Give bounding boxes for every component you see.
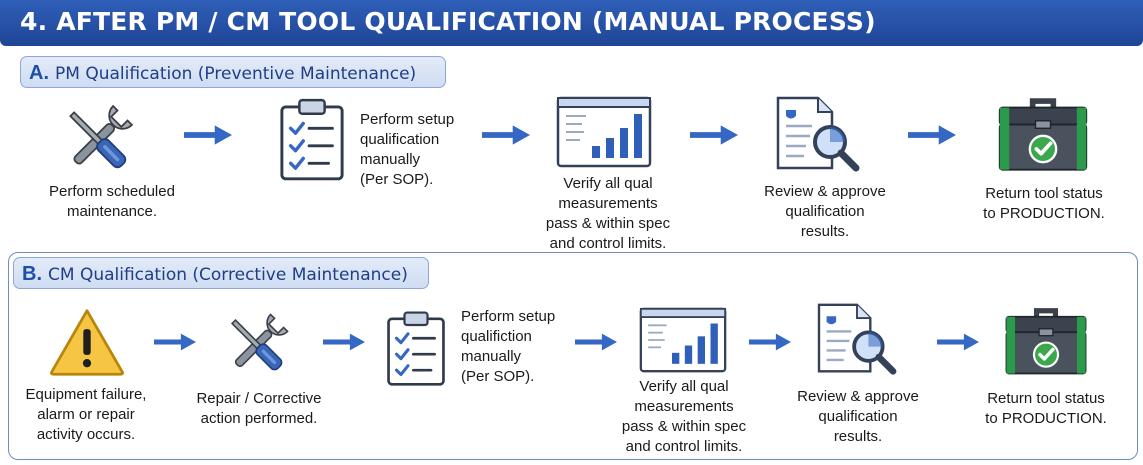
bar-chart-icon xyxy=(556,96,652,168)
document-magnifier-icon xyxy=(811,301,903,377)
toolbox-check-icon xyxy=(996,90,1090,176)
clipboard-checklist-icon xyxy=(385,309,447,387)
title-banner: 4. AFTER PM / CM TOOL QUALIFICATION (MAN… xyxy=(0,0,1143,46)
toolbox-check-icon xyxy=(1003,301,1089,379)
step-text: Return tool status to PRODUCTION. xyxy=(983,185,1105,222)
step-text: Return tool status to PRODUCTION. xyxy=(985,390,1107,427)
flow-arrow-icon xyxy=(323,333,365,351)
flow-arrow-icon xyxy=(908,125,956,145)
flow-arrow-icon xyxy=(749,333,791,351)
wrench-screwdriver-icon xyxy=(221,309,293,381)
section-letter: A. xyxy=(29,62,49,84)
step-text: Repair / Corrective action performed. xyxy=(196,390,322,427)
flow-arrow-icon xyxy=(154,333,196,351)
flow-arrow-icon xyxy=(937,333,979,351)
page-title: 4. AFTER PM / CM TOOL QUALIFICATION (MAN… xyxy=(20,7,876,36)
step-text: Equipment failure, alarm or repair activ… xyxy=(25,386,147,443)
cm-qualification-section: B. CM Qualification (Corrective Maintenan… xyxy=(8,252,1138,460)
flow-arrow-icon xyxy=(482,125,530,145)
section-label: CM Qualification (Corrective Maintenance… xyxy=(48,265,408,285)
bar-chart-icon xyxy=(639,307,727,373)
clipboard-checklist-icon xyxy=(278,96,346,182)
step-text: Verify all qual measurements pass & with… xyxy=(621,378,747,455)
document-magnifier-icon xyxy=(770,94,866,174)
warning-triangle-icon xyxy=(47,307,127,377)
section-label: PM Qualification (Preventive Maintenance… xyxy=(55,64,417,84)
step-text: Perform scheduled maintenance. xyxy=(49,183,175,220)
flow-arrow-icon xyxy=(690,125,738,145)
step-text: Perform setup qualification manually (Pe… xyxy=(360,111,455,188)
flow-arrow-icon xyxy=(575,333,617,351)
section-letter: B. xyxy=(22,263,42,285)
flow-arrow-icon xyxy=(184,125,232,145)
pm-section-header: A. PM Qualification (Preventive Maintenan… xyxy=(20,56,446,88)
step-text: Review & approve qualification results. xyxy=(764,183,886,240)
step-text: Review & approve qualification results. xyxy=(797,388,919,445)
cm-section-header: B. CM Qualification (Corrective Maintenan… xyxy=(13,257,429,289)
step-text: Verify all qual measurements pass & with… xyxy=(545,175,671,252)
pm-qualification-section: A. PM Qualification (Preventive Maintenan… xyxy=(0,50,1143,252)
wrench-screwdriver-icon xyxy=(58,100,138,180)
step-text: Perform setup qualifiction manually (Per… xyxy=(461,308,556,385)
